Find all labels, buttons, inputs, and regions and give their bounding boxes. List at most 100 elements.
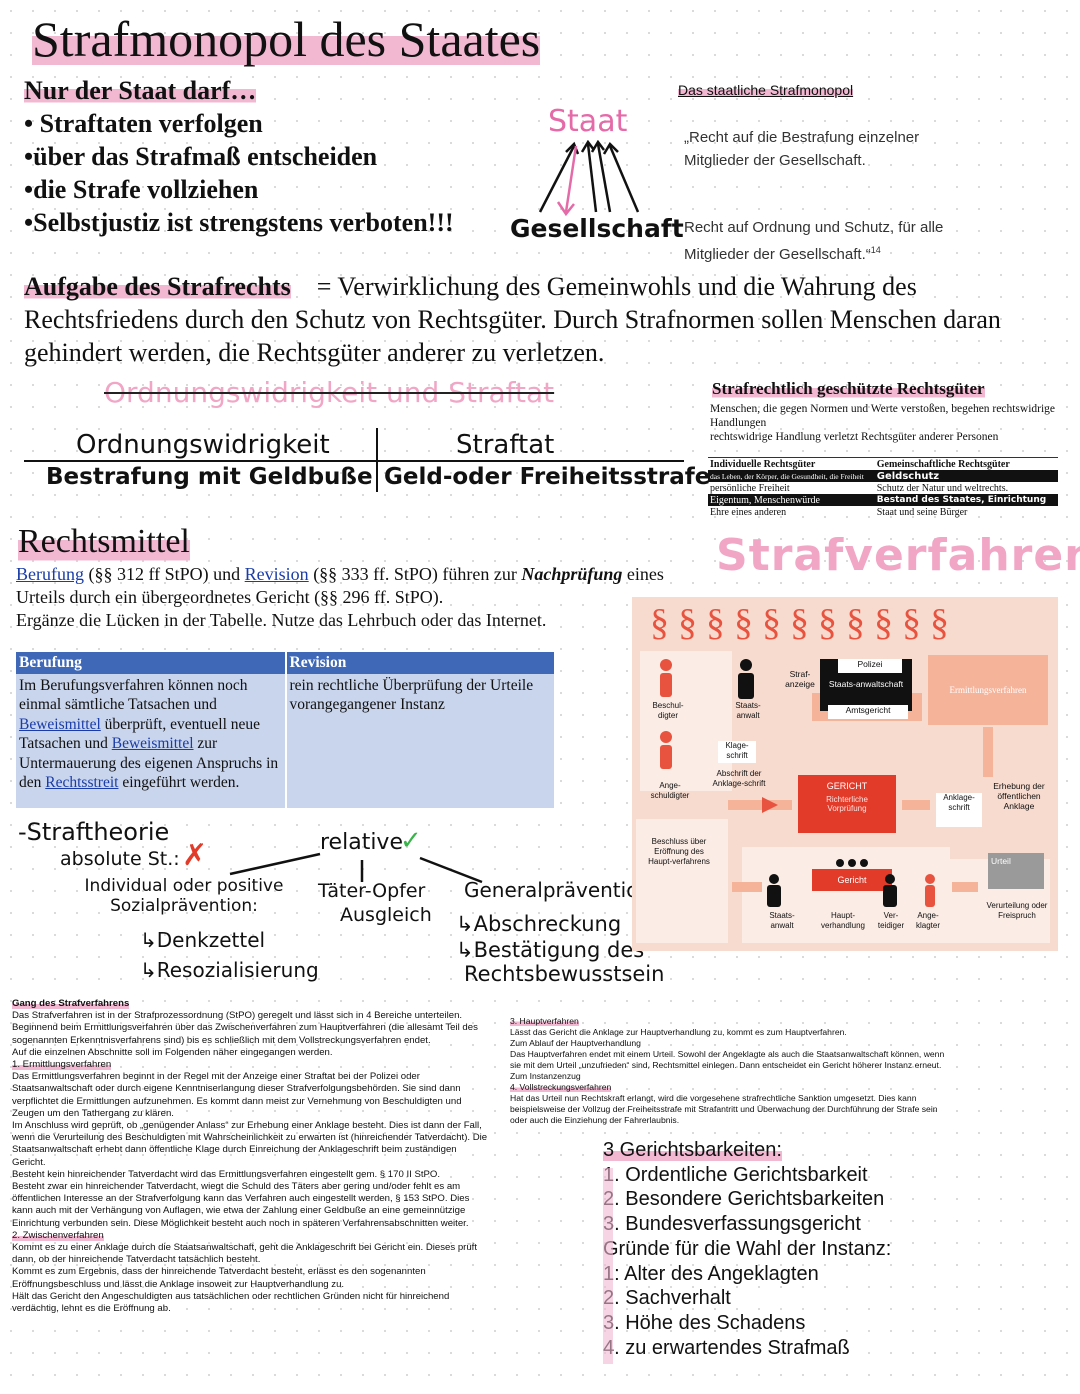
rg-cell: das Leben, der Körper, die Gesundheit, d… [710, 471, 864, 481]
gerichte-heading: 3 Gerichtsbarkeiten: [603, 1139, 782, 1161]
gerichte-marker [603, 1168, 613, 1364]
flow-beschluss: Beschluss über Eröffnung des Haupt-verfa… [648, 837, 710, 866]
rg-cell: Ehre eines anderen [710, 506, 787, 518]
arrow-sketch [538, 140, 640, 217]
text: (§§ 312 ff StPO) und [83, 564, 245, 584]
gang-para: Das Hauptverfahren endet mit einem Urtei… [510, 1049, 945, 1081]
theorie-branches [229, 852, 483, 884]
text: überprüft, eventuell neue Tatsachen und [19, 715, 261, 753]
gang-para: Kommt es zum Ergebnis, dass der hinreich… [12, 1266, 426, 1290]
owi-right-head: Straftat [456, 430, 555, 460]
flow-ermittlung: Ermittlungsverfahren [928, 655, 1048, 725]
flow-angeklagter: Ange-klagter [915, 911, 940, 930]
paragraph-symbols: §§§§§§§§§§§ [650, 602, 958, 644]
gerichte-item: 1: Alter des Angeklagten [603, 1262, 819, 1285]
gang-para: Das Ermittlungsverfahren beginnt in der … [12, 1071, 462, 1119]
link-revision[interactable]: Revision [244, 564, 309, 584]
check-icon: ✓ [400, 826, 422, 856]
intro-item: • Straftaten verfolgen [24, 109, 263, 138]
rg-cell: Geldschutz [876, 470, 940, 482]
gang-h1: 1. Ermittlungsverfahren [12, 1059, 112, 1071]
owi-divider-h [24, 460, 684, 462]
owi-crossed-heading: Ordnungswidrigkeit und Straftat [104, 376, 555, 409]
gerichte-item: 3. Bundesverfassungsgericht [603, 1213, 861, 1236]
flow-abschrift: Abschrift der Anklage-schrift [712, 769, 766, 788]
theorie-bestaetigung: ↳Bestätigung des [456, 938, 645, 962]
gang-h2: 2. Zwischenverfahren [12, 1229, 104, 1241]
intro-list: Nur der Staat darf… • Straftaten verfolg… [24, 74, 454, 239]
rg-cell: Schutz der Natur und weltrechts. [876, 482, 1009, 494]
flow-panel [640, 651, 732, 791]
monopol-quote-1: „Recht auf die Bestrafung einzelner Mitg… [684, 129, 920, 169]
link-beweismittel[interactable]: Beweismittel [19, 715, 101, 733]
rg-cell: Eigentum, Menschenwürde [710, 494, 820, 506]
link-beweismittel[interactable]: Beweismittel [111, 735, 194, 752]
rechtsgueter-desc: Menschen, die gegen Normen und Werte ver… [710, 402, 1080, 444]
theorie-rechtsbewusstsein: Rechtsbewusstsein [464, 962, 665, 986]
flow-gericht-2: Gericht [812, 869, 892, 891]
gang-link-ablauf[interactable]: Zum Ablauf der Hauptverhandlung [510, 1038, 641, 1048]
gerichte-item: 2. Sachverhalt [603, 1287, 731, 1310]
rechtsmittel-heading: Rechtsmittel [18, 520, 190, 564]
gang-text-2: 3. Hauptverfahren Lässt das Gericht die … [510, 1016, 950, 1126]
flow-verurteilung: Verurteilung oder Freispruch [986, 901, 1048, 920]
flow-angeschuldigter: Ange-schuldigter [650, 781, 690, 800]
link-rechtsstreit[interactable]: Rechtsstreit [45, 774, 119, 791]
th-revision: Revision [285, 652, 556, 674]
text: (§§ 333 ff. StPO) führen zur [308, 564, 522, 584]
flow-hauptverhandlung: Haupt-verhandlung [820, 911, 866, 930]
monopol-quote-2: Recht auf Ordnung und Schutz, für alle M… [684, 216, 984, 266]
intro-item: •Selbstjustiz ist strengstens verboten!!… [24, 208, 454, 237]
intro-heading: Nur der Staat darf… [24, 76, 257, 105]
text: eingeführt werden. [118, 774, 240, 791]
text: eines Urteils durch ein übergeordnetes G… [16, 564, 664, 607]
theorie-individual: Individual oder positive Sozialpräventio… [84, 876, 284, 916]
gang-para: Das Strafverfahren ist in der Strafproze… [12, 1010, 463, 1022]
diagram-staat: Staat [548, 104, 628, 139]
gang-para: Beginnend beim Ermittlungsverfahren über… [12, 1022, 478, 1046]
flow-strafanzeige: Straf-anzeige [785, 669, 815, 689]
text-emphasis: Nachprüfung [521, 564, 623, 584]
theorie-relative: relative [320, 830, 403, 855]
rechtsmittel-text: Berufung (§§ 312 ff StPO) und Revision (… [16, 563, 706, 632]
text: zur Untermauerung des eigenen Anspruchs … [19, 735, 279, 791]
gang-h3: 3. Hauptverfahren [510, 1016, 579, 1026]
page-title: Strafmonopol des Staates [32, 8, 541, 70]
aufgabe-paragraph: Aufgabe des Strafrechts = Verwirklichung… [24, 270, 1044, 369]
gang-h4: 4. Vollstreckungsverfahren [510, 1082, 612, 1092]
footnote-number: 14 [870, 245, 881, 255]
theorie-absolute: absolute St.: [60, 848, 180, 870]
gerichte-item: 2. Besondere Gerichtsbarkeiten [603, 1188, 885, 1211]
rg-cell: persönliche Freiheit [710, 482, 790, 494]
gerichte-item: 3. Höhe des Schadens [603, 1311, 806, 1334]
flow-erhebung: Erhebung der öffentlichen Anklage [993, 781, 1045, 811]
rechtsgueter-desc-1: Menschen, die gegen Normen und Werte ver… [710, 403, 1056, 429]
gang-para: Hält das Gericht den Angeschuldigten aus… [12, 1290, 450, 1315]
gang-para: Kommt es zu einer Anklage durch die Staa… [12, 1242, 478, 1266]
flow-beschuldigter: Beschul-digter [652, 701, 684, 720]
flow-vorpruefung: Richterliche Vorprüfung [826, 795, 868, 813]
td-berufung: Im Berufungsverfahren können noch einmal… [16, 673, 287, 808]
gerichte-subheading: Gründe für die Wahl der Instanz: [603, 1237, 892, 1260]
aufgabe-text: = Verwirklichung des Gemeinwohls und die… [24, 272, 1001, 367]
th-berufung: Berufung [16, 652, 287, 674]
gerichte-item: 1. Ordentliche Gerichtsbarkeit [603, 1163, 868, 1186]
theorie-resozialisierung: ↳Resozialisierung [140, 958, 319, 982]
theorie-toa-2: Ausgleich [340, 904, 432, 926]
rg-cell: Bestand des Staates, Einrichtung [876, 495, 1047, 505]
flow-panel [636, 819, 728, 943]
flow-polizei: Polizei [838, 659, 902, 673]
flow-verteidiger: Ver-teidiger [877, 911, 905, 930]
rg-col-1: Individuelle Rechtsgüter [708, 457, 875, 470]
owi-divider-v [376, 428, 378, 492]
flow-anklageschrift: Anklage-schrift [936, 793, 982, 827]
diagram-gesellschaft: Gesellschaft [510, 214, 684, 243]
theorie-abschreckung: ↳Abschreckung [456, 912, 622, 936]
gang-heading: Gang des Strafverfahrens [12, 998, 130, 1009]
link-berufung[interactable]: Berufung [16, 564, 84, 584]
aufgabe-heading: Aufgabe des Strafrechts [24, 272, 291, 301]
cross-icon: ✗ [182, 838, 208, 873]
monopol-quote-2-text: Recht auf Ordnung und Schutz, für alle M… [684, 219, 944, 263]
